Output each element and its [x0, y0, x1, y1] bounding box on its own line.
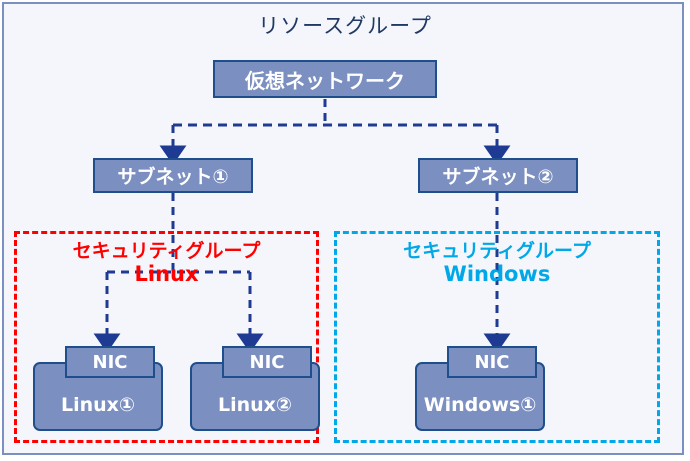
security-group-windows-label-main: セキュリティグループ	[403, 240, 591, 262]
node-subnet-1[interactable]: サブネット①	[93, 158, 253, 193]
security-group-linux-label-sub: Linux	[134, 262, 199, 287]
security-group-windows-label-sub: Windows	[443, 262, 551, 287]
node-nic-windows-1[interactable]: NIC	[447, 346, 537, 378]
security-group-windows-label: セキュリティグループ Windows	[334, 240, 660, 287]
node-subnet-2[interactable]: サブネット②	[418, 158, 578, 193]
node-nic-linux-1[interactable]: NIC	[65, 346, 155, 378]
resource-group-title: リソースグループ	[258, 14, 432, 38]
node-nic-linux-2[interactable]: NIC	[222, 346, 312, 378]
security-group-linux-boundary	[14, 231, 319, 443]
node-virtual-network[interactable]: 仮想ネットワーク	[213, 60, 437, 98]
security-group-linux-label: セキュリティグループ Linux	[14, 240, 319, 287]
security-group-linux-label-main: セキュリティグループ	[72, 240, 261, 262]
